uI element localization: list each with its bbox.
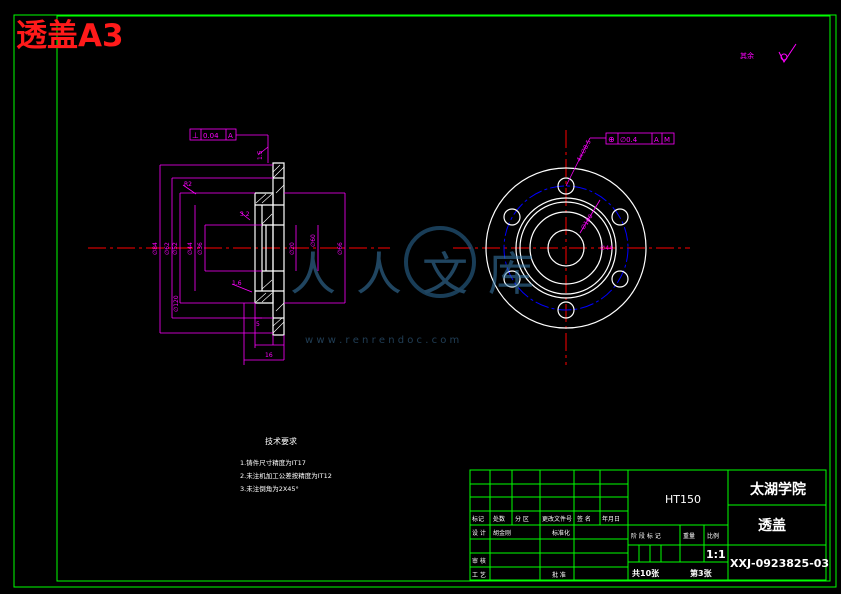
watermark-main: 人人文库 [290, 247, 554, 301]
tb-header-mark: 标记 [472, 515, 484, 523]
tol2-value: ∅0.4 [620, 136, 638, 144]
tol1-value: 0.04 [203, 132, 219, 140]
dim-d44: ∅44 [187, 242, 194, 255]
bolt-hole [503, 270, 521, 288]
bolt-hole [611, 208, 629, 226]
tol2-datum: A [654, 136, 659, 144]
tb-sheet-no: 第3张 [690, 568, 713, 578]
tb-scale-label: 比例 [707, 532, 719, 540]
tech-req-item-1: 1.铸件尺寸精度为IT17 [240, 458, 306, 467]
tol2-symbol: ⊕ [608, 135, 615, 144]
front-view: ⊕ ∅0.4 A M 4×∅8.5 ∅100 ∅44 [453, 130, 690, 365]
tol1-datum: A [228, 132, 233, 140]
dim-16b: 1.6 [232, 280, 242, 287]
tolerance-frame-1 [189, 128, 237, 141]
tb-header-count: 处数 [493, 515, 505, 523]
tb-approve: 批 准 [552, 571, 566, 579]
dim-15: 1.5 [257, 150, 264, 160]
bolt-hole [557, 301, 575, 319]
tb-header-sign: 签 名 [577, 515, 591, 523]
dim-d66: ∅66 [337, 242, 344, 255]
tech-req-title: 技术要求 [265, 436, 297, 446]
tb-review: 审 核 [472, 557, 486, 565]
tb-header-doc: 更改文件号 [542, 515, 572, 523]
dim-d60: ∅60 [310, 234, 317, 247]
tb-designer: 胡金刚 [493, 529, 511, 537]
dim-d52: ∅52 [172, 242, 179, 255]
tb-header-zone: 分 区 [515, 515, 529, 523]
dim-32: 3.2 [240, 211, 250, 218]
surface-mark-label: 其余 [740, 51, 754, 60]
tol1-symbol: ⊥ [192, 131, 199, 140]
dim-d84: ∅84 [152, 242, 159, 255]
tb-drawing-number: XXJ-0923825-03 [730, 557, 829, 570]
tb-weight: 重量 [683, 532, 695, 540]
dim-holes: 4×∅8.5 [576, 139, 593, 163]
flange-outer-circle [485, 167, 647, 329]
dim-d20: ∅20 [289, 242, 296, 255]
tol2-modifier: M [664, 136, 670, 144]
dim-d36: ∅36 [197, 242, 204, 255]
tb-standard: 标准化 [552, 529, 570, 537]
dim-5: 5 [256, 321, 260, 328]
title-block [469, 469, 827, 581]
tolerance-frame-2 [605, 132, 675, 145]
tb-process: 工 艺 [472, 571, 486, 579]
outer-frame [13, 14, 837, 588]
tb-design: 设 计 [472, 529, 486, 537]
bolt-circle [503, 185, 629, 311]
tb-sheet-total: 共10张 [632, 568, 660, 578]
dim-16: 16 [265, 352, 273, 359]
bolt-hole [611, 270, 629, 288]
inner-frame [56, 15, 831, 582]
tb-school: 太湖学院 [750, 481, 806, 498]
tech-req-item-2: 2.未注机加工公差按精度为IT12 [240, 471, 332, 480]
tb-header-date: 年月日 [602, 515, 620, 523]
watermark-url: w w w . r e n r e n d o c . c o m [305, 335, 459, 346]
bolt-hole [503, 208, 521, 226]
dim-d44f: ∅44 [600, 245, 613, 252]
watermark: 人人文库 w w w . r e n r e n d o c . c o m [290, 226, 554, 346]
section-view: ⊥ 0.04 A ∅84 ∅62 ∅52 ∅44 ∅36 ∅20 ∅120 ∅6… [88, 128, 390, 365]
tb-scale: 1:1 [706, 548, 726, 561]
bolt-hole [557, 177, 575, 195]
roughness-symbol [778, 43, 797, 63]
tb-part-name: 透盖 [758, 517, 786, 534]
dim-r2: R2 [184, 181, 192, 188]
page-title: 透盖A3 [16, 18, 124, 54]
dim-d62: ∅62 [164, 242, 171, 255]
tb-material: HT150 [665, 493, 701, 506]
tech-req-item-3: 3.未注倒角为2X45° [240, 484, 299, 493]
tb-stage: 阶 段 标 记 [631, 532, 661, 540]
dim-d120: ∅120 [173, 295, 180, 312]
